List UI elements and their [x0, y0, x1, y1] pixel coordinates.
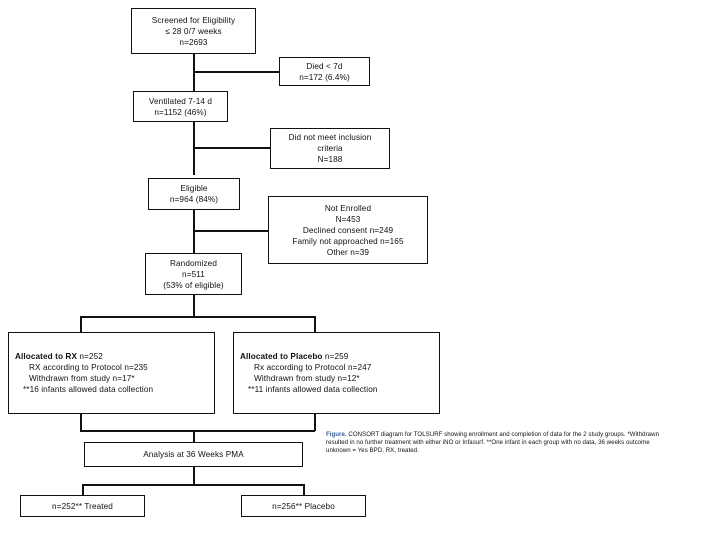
figure-caption-line-3: unknown = Yes BPD. RX, treated.: [326, 447, 419, 455]
node-not-enrolled-line-3: Declined consent n=249: [302, 225, 394, 235]
connector-screened-down: [193, 53, 195, 72]
node-screened-line-3: n=2693: [179, 37, 208, 47]
connector-outcome-right-down: [303, 484, 305, 495]
node-not-meet-line-2: criteria: [317, 144, 343, 153]
connector-split-right-down: [314, 316, 316, 332]
connector-down-to-eligible: [193, 147, 195, 175]
node-analysis-line-1: Analysis at 36 Weeks PMA: [143, 450, 244, 459]
node-randomized[interactable]: Randomized n=511 (53% of eligible): [145, 253, 242, 295]
node-not-enrolled-line-2: N=453: [335, 214, 361, 224]
node-eligible[interactable]: Eligible n=964 (84%): [148, 178, 240, 210]
connector-split-left-down: [80, 316, 82, 332]
node-ventilated-line-2: n=1152 (46%): [154, 107, 207, 117]
node-outcome-placebo[interactable]: n=256** Placebo: [241, 495, 366, 517]
connector-placebo-down: [314, 414, 316, 431]
figure-caption: Figure. CONSORT diagram for TOLSURF show…: [326, 431, 716, 456]
node-allocated-to-placebo[interactable]: Allocated to Placebo n=259 Rx according …: [233, 332, 440, 414]
figure-caption-figure-word: Figure.: [326, 431, 347, 438]
connector-eligible-down: [193, 210, 195, 232]
node-died-line-2: n=172 (6.4%): [299, 72, 350, 82]
connector-outcome-split-bar: [82, 484, 304, 486]
connector-down-to-randomized: [193, 230, 195, 254]
figure-caption-line-1: Figure. CONSORT diagram for TOLSURF show…: [326, 431, 716, 439]
node-allocated-placebo-line-3: **11 infants allowed data collection: [248, 385, 378, 394]
node-died-line-1: Died < 7d: [306, 61, 343, 71]
node-allocated-rx-heading-value: n=252: [77, 352, 103, 361]
node-allocated-rx-heading-label: Allocated to RX: [15, 352, 78, 361]
node-died-before-7d[interactable]: Died < 7d n=172 (6.4%): [279, 57, 370, 86]
node-randomized-line-2: n=511: [182, 269, 205, 279]
node-allocated-placebo-line-1: Rx according to Protocol n=247: [254, 363, 372, 372]
connector-merge-bar-analysis: [80, 430, 315, 432]
node-not-enrolled-line-5: Other n=39: [326, 247, 370, 257]
node-outcome-treated-line-1: n=252** Treated: [52, 501, 113, 511]
node-outcome-placebo-line-1: n=256** Placebo: [272, 501, 335, 511]
node-allocated-rx-heading: Allocated to RX n=252: [15, 351, 103, 362]
node-eligible-line-2: n=964 (84%): [169, 195, 219, 204]
node-allocated-rx-line-2: Withdrawn from study n=17*: [29, 374, 135, 383]
connector-down-to-ventilated: [193, 71, 195, 91]
node-not-enrolled-line-1: Not Enrolled: [324, 203, 372, 213]
node-screened-for-eligibility[interactable]: Screened for Eligibility ≤ 28 0/7 weeks …: [131, 8, 256, 54]
node-screened-line-2: ≤ 28 0/7 weeks: [165, 26, 222, 36]
node-not-enrolled-line-4: Family not approached n=165: [292, 236, 404, 246]
connector-merge-down-to-analysis: [193, 430, 195, 442]
node-ventilated-line-1: Ventilated 7-14 d: [148, 96, 213, 106]
node-not-meet-line-3: N=188: [317, 155, 343, 164]
node-ventilated-7-14d[interactable]: Ventilated 7-14 d n=1152 (46%): [133, 91, 228, 122]
node-allocated-placebo-heading-value: n=259: [322, 352, 349, 361]
figure-caption-line-1-text: CONSORT diagram for TOLSURF showing enro…: [346, 431, 660, 438]
node-allocated-rx-line-1: RX according to Protocol n=235: [29, 363, 148, 372]
connector-analysis-down: [193, 467, 195, 485]
node-analysis-36-weeks-pma[interactable]: Analysis at 36 Weeks PMA: [84, 442, 303, 467]
node-allocated-placebo-heading-label: Allocated to Placebo: [240, 352, 323, 361]
node-allocated-to-rx[interactable]: Allocated to RX n=252 RX according to Pr…: [8, 332, 215, 414]
node-not-enrolled[interactable]: Not Enrolled N=453 Declined consent n=24…: [268, 196, 428, 264]
node-outcome-treated[interactable]: n=252** Treated: [20, 495, 145, 517]
node-allocated-placebo-line-2: Withdrawn from study n=12*: [254, 374, 360, 383]
node-randomized-line-1: Randomized: [170, 258, 217, 268]
connector-rx-down: [80, 414, 82, 431]
connector-to-not-meet-inclusion: [193, 147, 270, 149]
node-allocated-rx-line-3: **16 infants allowed data collection: [23, 385, 154, 394]
connector-ventilated-down: [193, 122, 195, 148]
connector-outcome-left-down: [82, 484, 84, 495]
node-not-meet-line-1: Did not meet inclusion: [288, 133, 372, 142]
node-screened-line-1: Screened for Eligibility: [151, 15, 236, 25]
connector-to-not-enrolled: [193, 230, 268, 232]
connector-to-died: [193, 71, 279, 73]
node-randomized-line-3: (53% of eligible): [163, 280, 224, 290]
connector-allocation-split-bar: [80, 316, 315, 318]
node-did-not-meet-inclusion-criteria[interactable]: Did not meet inclusion criteria N=188: [270, 128, 390, 169]
connector-randomized-down: [193, 294, 195, 317]
node-eligible-line-1: Eligible: [180, 184, 208, 193]
figure-caption-line-2: resulted in no further treatment with ei…: [326, 439, 650, 447]
node-allocated-placebo-heading: Allocated to Placebo n=259: [240, 351, 348, 362]
